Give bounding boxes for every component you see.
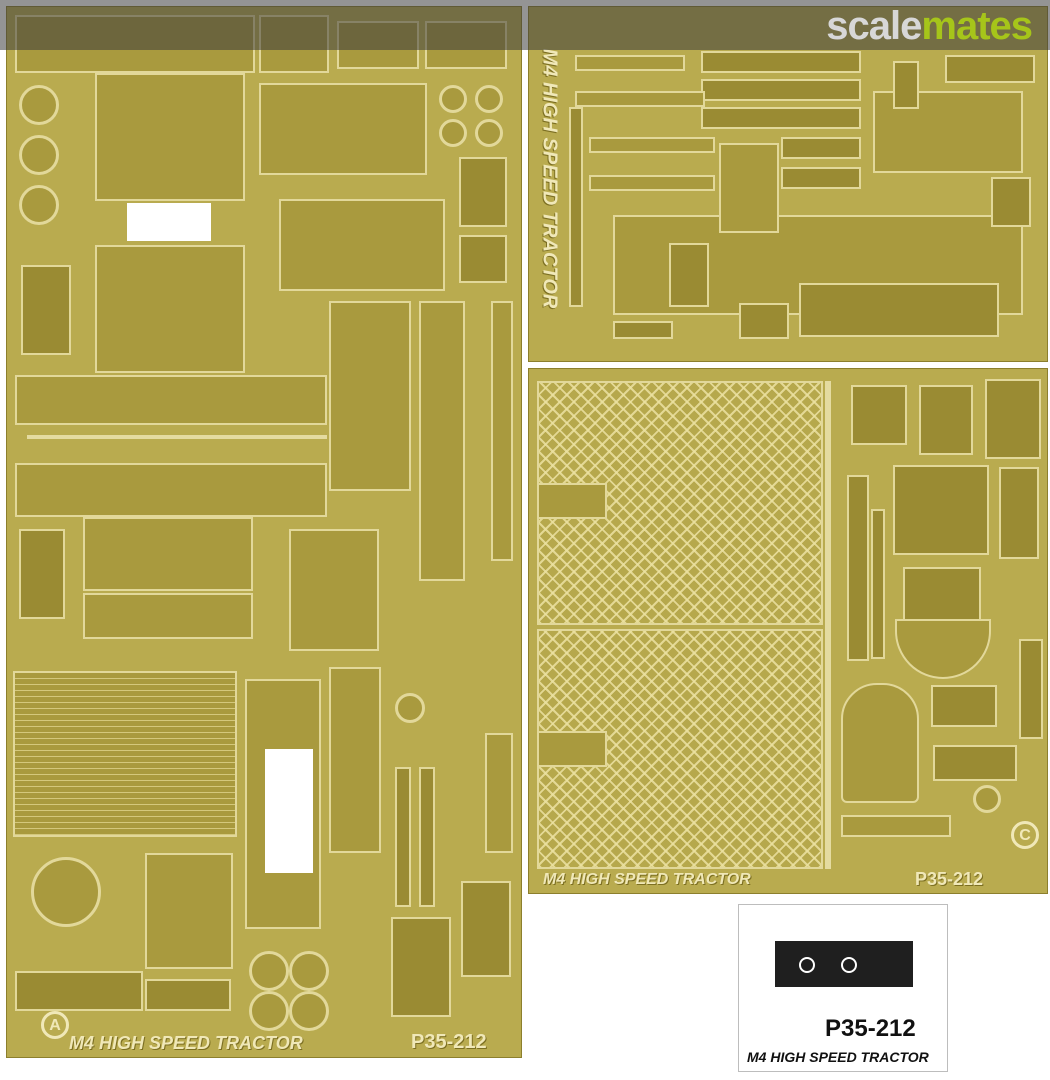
part-panel-lower-2 bbox=[83, 593, 253, 639]
part-hook-2 bbox=[19, 135, 59, 175]
fret-c: M4 HIGH SPEED TRACTOR bbox=[528, 6, 1048, 362]
fret-b-title: M4 HIGH SPEED TRACTOR bbox=[543, 871, 751, 888]
fret-b-letter-badge: C bbox=[1011, 821, 1039, 849]
part-panel-center-2 bbox=[279, 199, 445, 291]
part-door-panel bbox=[289, 529, 379, 651]
part-link-row-2 bbox=[701, 79, 861, 101]
part-clamp-2 bbox=[919, 385, 973, 455]
part-hook-1 bbox=[19, 85, 59, 125]
watermark-banner: scalemates bbox=[0, 0, 1050, 50]
part-strap-pair bbox=[999, 467, 1039, 559]
part-radiator-grille bbox=[13, 671, 237, 837]
part-clip-row bbox=[613, 321, 673, 339]
cutout-tall-window bbox=[265, 749, 313, 873]
part-clamp-3 bbox=[985, 379, 1041, 459]
part-rod-long-2 bbox=[871, 509, 885, 659]
film-dot-1 bbox=[799, 957, 815, 973]
part-hook-3 bbox=[19, 185, 59, 225]
fret-b-code: P35-212 bbox=[915, 869, 984, 889]
film-dot-2 bbox=[841, 957, 857, 973]
part-small-bracket-2 bbox=[459, 235, 507, 283]
part-vent-grid bbox=[145, 853, 233, 969]
part-washer-c bbox=[973, 785, 1001, 813]
part-hinge-row bbox=[145, 979, 231, 1011]
fret-letter-badge: A bbox=[41, 1011, 69, 1039]
logo-part-scale: scale bbox=[826, 4, 922, 48]
part-disc bbox=[395, 693, 425, 723]
part-strip-long bbox=[491, 301, 513, 561]
fret-b: C M4 HIGH SPEED TRACTOR P35-212 bbox=[528, 368, 1048, 894]
film-sheet: P35-212 M4 HIGH SPEED TRACTOR bbox=[738, 904, 948, 1072]
sprue-mesh-divider bbox=[825, 381, 831, 869]
part-washer-1 bbox=[439, 85, 467, 113]
part-washer-2 bbox=[475, 85, 503, 113]
part-tie-strip-2 bbox=[419, 767, 435, 907]
part-ladder-rungs bbox=[485, 733, 513, 853]
part-link-row-1 bbox=[701, 51, 861, 73]
part-strip-row bbox=[15, 971, 143, 1011]
part-link-row-5 bbox=[781, 167, 861, 189]
fret-c-vertical-title: M4 HIGH SPEED TRACTOR bbox=[538, 48, 561, 309]
part-shield bbox=[841, 683, 919, 803]
sprue-row-small-parts bbox=[27, 435, 327, 439]
part-small-panel-2 bbox=[945, 55, 1035, 83]
part-lever-2 bbox=[575, 91, 705, 107]
part-link-pair bbox=[933, 745, 1017, 781]
part-yoke bbox=[895, 619, 991, 679]
part-fork-link bbox=[903, 567, 981, 623]
part-small-bracket-1 bbox=[459, 157, 507, 227]
part-mesh-tab-1 bbox=[537, 483, 607, 519]
part-bar-f20 bbox=[841, 815, 951, 837]
part-tie-strip-1 bbox=[395, 767, 411, 907]
part-small-panel-1 bbox=[893, 61, 919, 109]
film-code: P35-212 bbox=[825, 1015, 916, 1042]
part-panel-lower-wide bbox=[15, 463, 327, 517]
part-bracket-cluster bbox=[893, 465, 989, 555]
part-hook-pair bbox=[931, 685, 997, 727]
part-side-panel-1 bbox=[329, 301, 411, 491]
part-perforated-plate bbox=[329, 667, 381, 853]
part-panel-lower-1 bbox=[83, 517, 253, 591]
part-ring-2 bbox=[289, 951, 329, 991]
part-strip-vertical bbox=[569, 107, 583, 307]
part-side-panel-2 bbox=[419, 301, 465, 581]
fret-a-code: P35-212 bbox=[411, 1031, 487, 1053]
part-link-row-3 bbox=[701, 107, 861, 129]
cutout-window bbox=[127, 203, 211, 241]
part-frame-detail-1 bbox=[669, 243, 709, 307]
part-rod-long bbox=[847, 475, 869, 661]
part-clamp-1 bbox=[851, 385, 907, 445]
part-ring-4 bbox=[289, 991, 329, 1031]
logo-part-mates: mates bbox=[921, 4, 1033, 48]
part-frame-column bbox=[719, 143, 779, 233]
part-panel-mid bbox=[95, 245, 245, 373]
part-cleat-grid bbox=[391, 917, 451, 1017]
part-panel-upper bbox=[95, 73, 245, 201]
part-lamp-bracket bbox=[21, 265, 71, 355]
fret-a: A M4 HIGH SPEED TRACTOR P35-212 bbox=[6, 6, 522, 1058]
part-link-row-4 bbox=[781, 137, 861, 159]
part-frame-detail-3 bbox=[739, 303, 789, 339]
part-bracket-pair bbox=[461, 881, 511, 977]
part-lever-1 bbox=[575, 55, 685, 71]
part-washer-3 bbox=[439, 119, 467, 147]
part-ring-1 bbox=[249, 951, 289, 991]
part-panel-wide bbox=[15, 375, 327, 425]
part-strap-vertical bbox=[1019, 639, 1043, 739]
part-frame-detail-2 bbox=[799, 283, 999, 337]
part-lever-3 bbox=[589, 137, 715, 153]
part-small-panel-3 bbox=[991, 177, 1031, 227]
part-mesh-tab-2 bbox=[537, 731, 607, 767]
part-panel-center-1 bbox=[259, 83, 427, 175]
part-lamp-bracket-2 bbox=[19, 529, 65, 619]
fret-a-title: M4 HIGH SPEED TRACTOR bbox=[69, 1033, 303, 1053]
film-title: M4 HIGH SPEED TRACTOR bbox=[747, 1049, 929, 1065]
scalemates-logo: scalemates bbox=[826, 4, 1033, 49]
part-ring-3 bbox=[249, 991, 289, 1031]
part-spoked-wheel bbox=[31, 857, 101, 927]
part-washer-4 bbox=[475, 119, 503, 147]
part-lever-4 bbox=[589, 175, 715, 191]
